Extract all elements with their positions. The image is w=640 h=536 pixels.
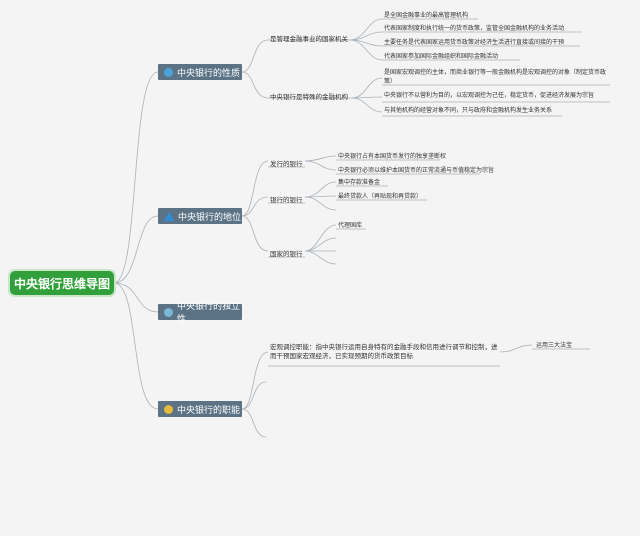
link-main1-sub2 xyxy=(241,160,269,217)
leaf-node[interactable]: 是全国金融事业的最高管理机构 xyxy=(384,12,469,19)
link-sub1-leaf6 xyxy=(351,97,383,113)
sub-node[interactable]: 宏观调控职能：指中央银行运用自身特有的金融手段和信用进行调节和控制，进而干预国家… xyxy=(270,343,498,360)
main-node-functions[interactable]: 中央银行的职能 xyxy=(158,401,242,417)
main-node-label: 中央银行的性质 xyxy=(177,68,241,79)
main-node-nature[interactable]: 中央银行的性质 xyxy=(158,64,242,80)
circle-lightblue-icon xyxy=(164,307,173,317)
leaf-node[interactable]: 最终贷款人（再贴现和再贷款） xyxy=(338,193,423,200)
link-sub2-leaf7 xyxy=(304,155,337,162)
main-node-status[interactable]: 中央银行的地位 xyxy=(158,208,242,224)
link-sub0-leaf0 xyxy=(349,18,383,41)
link-main0-sub1 xyxy=(241,71,269,99)
leaf-node[interactable]: 代理国库 xyxy=(338,222,363,229)
leaf-node[interactable]: 代表国家制度和执行统一的货币政策，监管全国金融机构的业务活动 xyxy=(384,25,565,32)
link-sub3-leaf9 xyxy=(304,181,337,198)
root-node[interactable]: 中央银行思维导图 xyxy=(10,271,114,295)
sub-node[interactable]: 发行的银行 xyxy=(270,160,303,168)
link-sub0-leaf3 xyxy=(349,39,383,61)
sub-node[interactable]: 中央银行是特殊的金融机构 xyxy=(270,93,348,101)
link-sub4-leaf11 xyxy=(304,224,337,252)
leaf-node[interactable]: 是国家宏观调控的主体，而商业银行等一般金融机构是宏观调控的对象（制定货币政策） xyxy=(384,69,607,85)
triangle-blue-icon xyxy=(164,211,174,221)
link-root-main-0 xyxy=(113,71,159,284)
leaf-node[interactable]: 中央银行必须以维护本国货币的正常流通与币值稳定为宗旨 xyxy=(338,167,495,174)
link-main0-sub0 xyxy=(241,39,269,73)
link-root-main-2 xyxy=(113,282,159,313)
link-sub1-leaf4 xyxy=(351,77,383,99)
link-main1-sub4 xyxy=(241,215,269,252)
link-main1-sub3 xyxy=(241,196,269,217)
leaf-node[interactable]: 主要任务是代表国家运用货币政策对经济生活进行直接或间接的干预 xyxy=(384,39,565,46)
link-root-main-1 xyxy=(113,215,159,284)
leaf-node[interactable]: 运用三大法宝 xyxy=(536,342,573,349)
sub-node[interactable]: 是管理金融事业的国家机关 xyxy=(270,35,348,43)
main-node-independence[interactable]: 中央银行的独立性 xyxy=(158,302,242,325)
leaf-node[interactable]: 中央银行占有本国货币发行的独享垄断权 xyxy=(338,153,447,160)
leaf-node[interactable]: 代表国家参加国际金融组织和国际金融活动 xyxy=(384,53,499,60)
link-root-main-3 xyxy=(113,282,159,410)
sub-node[interactable]: 国家的银行 xyxy=(270,250,303,258)
circle-yellow-icon xyxy=(164,404,173,414)
leaf-node[interactable]: 中央银行不以营利为目的，以宏观调控为己任，稳定货币，促进经济发展为宗旨 xyxy=(384,92,595,99)
link-sub5-leaf12 xyxy=(499,344,533,353)
sub-node[interactable]: 银行的银行 xyxy=(270,196,303,204)
link-main3-sub5 xyxy=(241,351,269,410)
main-node-label: 中央银行的职能 xyxy=(177,405,241,416)
leaf-node[interactable]: 集中存款准备金 xyxy=(338,179,381,186)
main-node-label: 中央银行的独立性 xyxy=(177,302,241,325)
circle-blue-icon xyxy=(164,67,173,77)
leaf-node[interactable]: 与其他机构的经营对象不同，只与政府和金融机构发生业务关系 xyxy=(384,107,553,114)
link-sub2-leaf8 xyxy=(304,160,337,171)
main-node-label: 中央银行的地位 xyxy=(178,212,242,223)
